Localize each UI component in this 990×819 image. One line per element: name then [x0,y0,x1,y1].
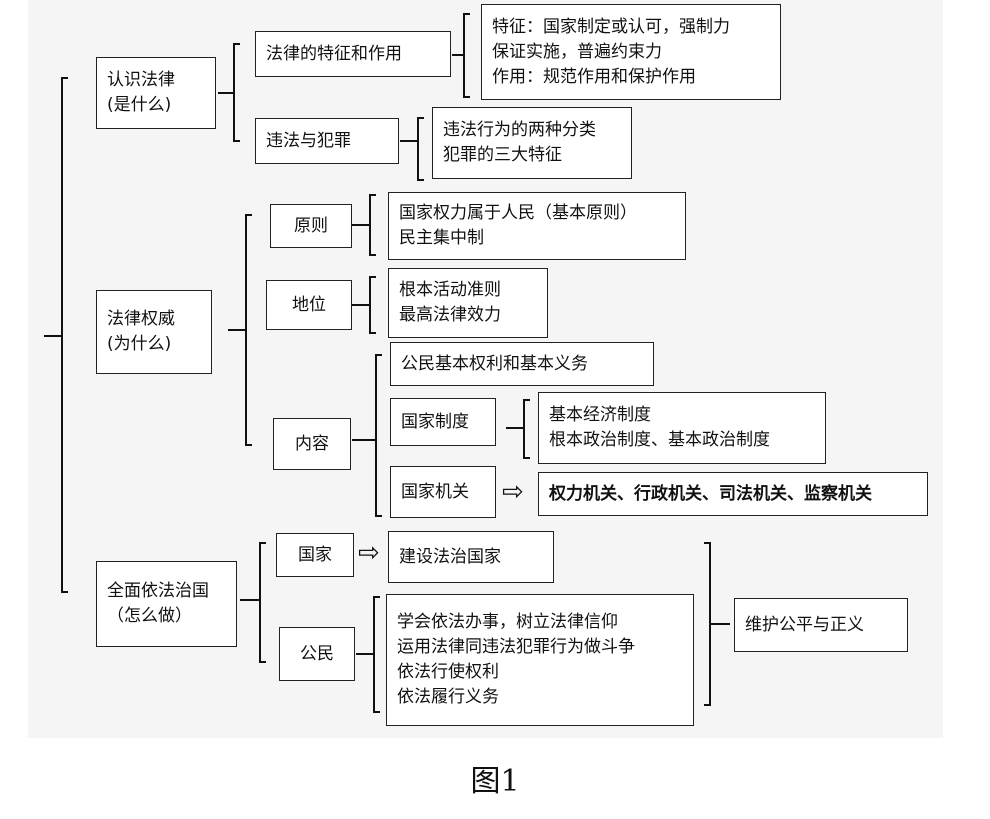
node-text: 依法行使权利 [397,662,499,682]
node-text: 权力机关、行政机关、司法机关、监察机关 [549,483,872,504]
node-text: 法律权威 [107,309,175,329]
node-text: 最高法律效力 [399,305,501,325]
node-state-detail: 建设法治国家 [388,531,554,583]
node-principle-detail: 国家权力属于人民（基本原则） 民主集中制 [388,192,686,260]
node-state-organs: 国家机关 [390,466,496,518]
node-state: 国家 [276,533,354,577]
root-bracket [44,77,68,593]
node-text: 保证实施，普遍约束力 [492,41,662,62]
node-recognize-law: 认识法律 (是什么) [96,57,216,129]
node-text: 国家机关 [401,481,469,502]
node-status: 地位 [266,280,352,330]
node-violation-crime: 违法与犯罪 [255,118,399,164]
node-text: 违法行为的两种分类 [443,120,596,140]
node-text: 国家 [298,544,332,565]
node-text: 国家权力属于人民（基本原则） [399,203,637,223]
node-law-features: 法律的特征和作用 [255,31,451,77]
node-justice: 维护公平与正义 [734,598,908,652]
node-text: 犯罪的三大特征 [443,145,562,165]
status-detail-bracket [352,276,376,334]
node-state-system: 国家制度 [390,398,496,446]
crime-detail-bracket [400,117,424,181]
node-system-detail: 基本经济制度 根本政治制度、基本政治制度 [538,392,826,464]
node-text: 依法履行义务 [397,687,499,707]
node-text: 学会依法办事，树立法律信仰 [397,612,618,632]
rule-bracket [240,542,266,663]
node-text: 建设法治国家 [399,546,501,567]
node-text: 国家制度 [401,411,469,432]
node-citizen: 公民 [279,627,355,681]
node-text: 内容 [295,433,329,454]
node-organs-detail: 权力机关、行政机关、司法机关、监察机关 [538,472,928,516]
node-text: 特征：国家制定或认可，强制力 [492,16,730,37]
node-crime-detail: 违法行为的两种分类 犯罪的三大特征 [432,107,632,179]
authority-bracket [228,214,252,446]
system-detail-bracket [506,399,530,459]
right-arrow-icon: ⇨ [358,538,380,568]
node-principle: 原则 [270,204,352,248]
node-text: 维护公平与正义 [745,614,864,635]
node-text: （怎么做） [107,606,192,626]
content-bracket [352,354,382,517]
node-status-detail: 根本活动准则 最高法律效力 [388,268,548,338]
node-text: 原则 [294,215,328,236]
node-basic-rights: 公民基本权利和基本义务 [390,342,654,386]
node-text: (为什么) [107,334,172,354]
figure-caption: 图1 [470,764,520,799]
node-text: 违法与犯罪 [266,130,351,151]
citizen-detail-bracket [356,596,380,713]
node-text: 根本活动准则 [399,280,501,300]
node-text: 基本经济制度 [549,405,651,425]
node-text: 公民 [300,643,334,664]
node-text: 地位 [292,294,326,315]
node-citizen-detail: 学会依法办事，树立法律信仰 运用法律同违法犯罪行为做斗争 依法行使权利 依法履行… [386,594,694,726]
recognize-bracket [218,43,240,142]
node-text: 民主集中制 [399,228,484,248]
node-text: (是什么) [107,95,172,115]
node-features-detail: 特征：国家制定或认可，强制力 保证实施，普遍约束力 作用：规范作用和保护作用 [481,4,781,100]
justice-bracket [704,542,730,706]
node-text: 根本政治制度、基本政治制度 [549,430,770,450]
node-content: 内容 [273,418,351,470]
node-text: 作用：规范作用和保护作用 [492,66,696,87]
right-arrow-icon: ⇨ [502,477,524,507]
node-text: 法律的特征和作用 [266,43,402,64]
node-text: 全面依法治国 [107,581,209,601]
node-law-authority: 法律权威 (为什么) [96,290,212,374]
node-rule-of-law: 全面依法治国 （怎么做） [96,561,237,647]
node-text: 运用法律同违法犯罪行为做斗争 [397,637,635,657]
node-text: 认识法律 [107,70,175,90]
principle-detail-bracket [352,194,376,256]
node-text: 公民基本权利和基本义务 [401,353,588,374]
features-detail-bracket [452,13,470,98]
